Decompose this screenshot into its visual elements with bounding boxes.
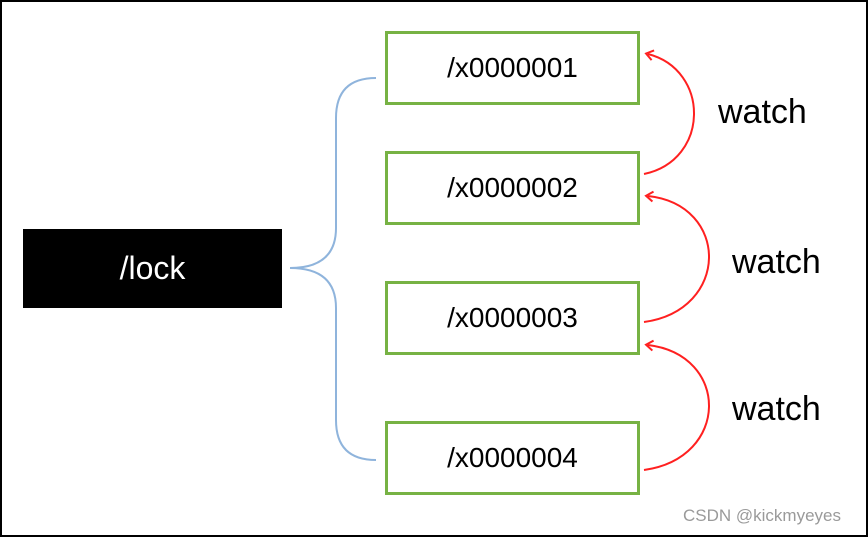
child-brace [289, 77, 377, 461]
watermark-credit: CSDN @kickmyeyes [683, 506, 841, 525]
child-node-3: /x0000003 [385, 281, 640, 355]
child-node-label: /x0000001 [447, 52, 578, 83]
watch-arrow-3-to-2 [643, 190, 710, 323]
watch-label-1: watch [718, 93, 807, 131]
child-node-2: /x0000002 [385, 151, 640, 225]
child-node-label: /x0000002 [447, 172, 578, 203]
lock-root-label: /lock [119, 250, 186, 286]
watch-arrow-2-to-1 [643, 49, 695, 175]
watch-label-2: watch [732, 243, 821, 281]
child-node-4: /x0000004 [385, 421, 640, 495]
lock-root-node: /lock [23, 229, 282, 308]
child-node-label: /x0000003 [447, 302, 578, 333]
watch-arrow-4-to-3 [643, 339, 710, 471]
child-node-label: /x0000004 [447, 442, 578, 473]
watch-label-3: watch [732, 390, 821, 428]
child-node-1: /x0000001 [385, 31, 640, 105]
